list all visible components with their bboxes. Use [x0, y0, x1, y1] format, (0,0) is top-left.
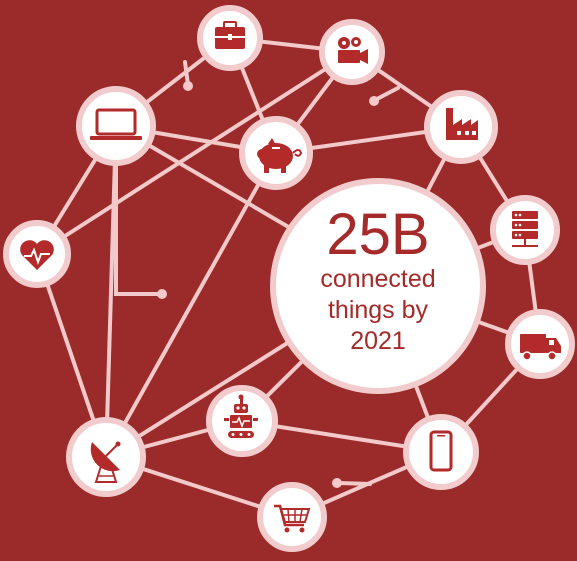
heart-rate-icon	[20, 240, 54, 270]
smartphone-icon	[429, 430, 453, 472]
link-camera-heart	[35, 50, 354, 256]
junction-dot	[369, 96, 379, 106]
node-laptop	[76, 86, 156, 166]
truck-icon	[520, 334, 561, 361]
node-server	[490, 195, 560, 265]
central-stat-node: 25B connected things by 2021	[270, 178, 486, 394]
junction-dot	[157, 289, 167, 299]
stub-3	[337, 481, 372, 486]
node-phone	[403, 414, 479, 490]
junction-dot	[183, 81, 193, 91]
stub-2	[373, 86, 400, 102]
robot-icon	[224, 394, 258, 438]
server-icon	[512, 211, 538, 247]
link-piggy-satellite	[104, 151, 278, 459]
stat-value: 25B	[326, 201, 430, 267]
satellite-dish-icon	[90, 441, 121, 483]
stat-caption: connected things by 2021	[320, 264, 436, 355]
briefcase-icon	[215, 21, 245, 49]
video-camera-icon	[338, 37, 368, 64]
piggy-bank-icon	[257, 138, 303, 173]
shopping-cart-icon	[274, 504, 311, 533]
link-laptop-satellite	[104, 124, 118, 459]
junction-dots	[157, 81, 379, 488]
factory-icon	[446, 108, 478, 140]
nodes	[3, 5, 575, 552]
node-cart	[257, 482, 327, 552]
laptop-icon	[90, 108, 142, 140]
junction-dot	[332, 478, 342, 488]
